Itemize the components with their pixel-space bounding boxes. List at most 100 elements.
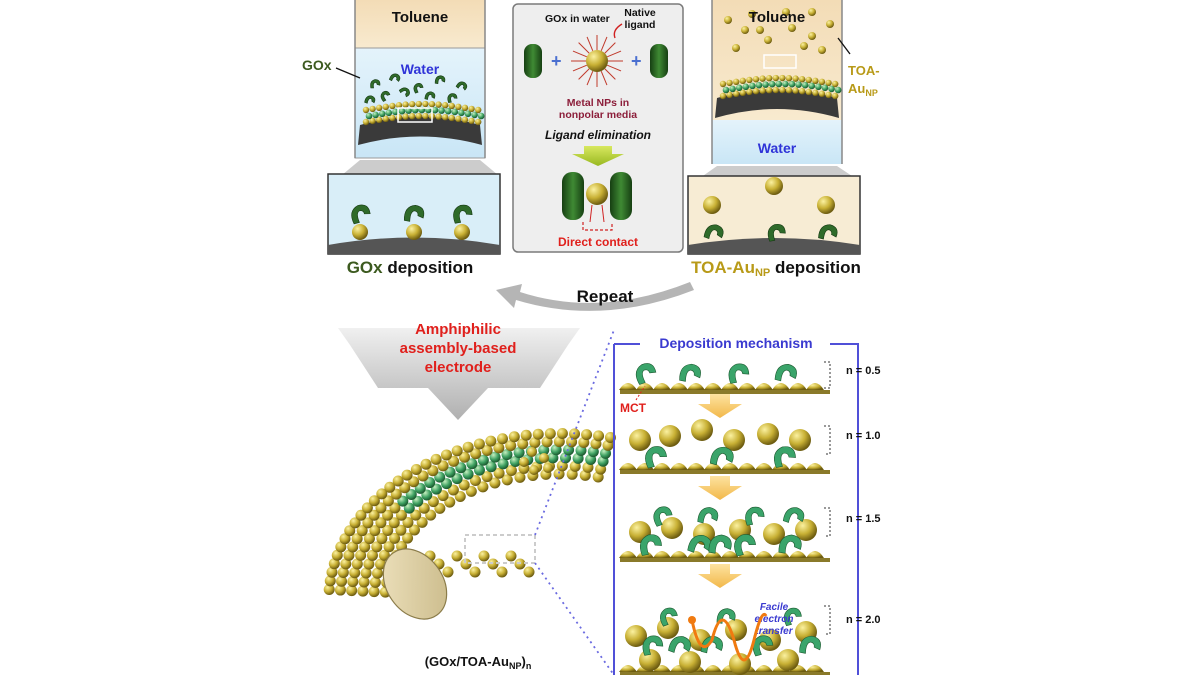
gold-nanoparticle: [532, 428, 544, 440]
gold-nanoparticle: [410, 464, 422, 476]
gox-bead: [834, 86, 842, 94]
gold-nanoparticle: [372, 567, 384, 579]
gox-bead: [513, 447, 525, 459]
step-arrow: [698, 394, 742, 418]
gold-nanoparticle: [625, 625, 647, 647]
gold-nanoparticle: [703, 196, 721, 214]
gold-nanoparticle: [410, 509, 422, 521]
gold-nanoparticle: [475, 106, 482, 114]
gold-nanoparticle: [337, 567, 349, 579]
amphiphilic-line-1: Amphiphilic: [415, 321, 501, 338]
repeat-label: Repeat: [577, 287, 634, 306]
gold-nanoparticle: [442, 114, 449, 121]
gold-nanoparticle: [335, 541, 347, 553]
gold-nanoparticle: [437, 460, 449, 472]
gox-bead: [795, 81, 802, 88]
gold-nanoparticle: [428, 101, 436, 108]
gox-bead: [742, 83, 750, 91]
mechanism-level-2: n = 1.5: [846, 513, 881, 525]
gox-bead: [412, 495, 424, 507]
facile-line-1: Facile: [760, 602, 789, 613]
gold-nanoparticle: [505, 465, 517, 477]
layer-bracket: [824, 361, 831, 389]
right-zoom-box: [763, 54, 797, 69]
substrate-hemisphere: [806, 463, 824, 470]
gold-nanoparticle: [415, 112, 422, 120]
gox-bead: [762, 81, 769, 88]
gold-nanoparticle: [772, 86, 779, 94]
gox-bead: [501, 449, 513, 461]
center-gox-in-water: GOx in water: [545, 13, 610, 25]
gold-nanoparticle: [447, 484, 459, 496]
gold-nanoparticle: [478, 550, 490, 562]
gold-nanoparticle: [523, 566, 535, 578]
substrate-hemisphere: [704, 665, 722, 672]
gold-nanoparticle: [347, 541, 359, 553]
gold-nanoparticle: [451, 445, 463, 457]
floating-toa-nanoparticle: [808, 8, 816, 16]
gold-nanoparticle: [489, 477, 501, 489]
gox-bead: [434, 471, 446, 483]
loose-nanoparticle: [539, 453, 549, 463]
gox-bead: [485, 461, 497, 473]
gox-enzyme: [447, 93, 458, 104]
electrode-zoom-box: [464, 534, 536, 564]
gold-nanoparticle: [459, 451, 471, 463]
gold-nanoparticle: [395, 509, 407, 521]
gold-nanoparticle: [795, 519, 817, 541]
gold-nanoparticle: [779, 74, 786, 82]
gox-bead: [782, 80, 789, 88]
gold-nanoparticle: [363, 558, 375, 570]
left-electrode-substrate: [358, 116, 482, 145]
gold-nanoparticle: [331, 549, 343, 561]
gold-nanoparticle: [442, 566, 454, 578]
gold-nanoparticle: [430, 453, 442, 465]
center-gox-right: [650, 44, 668, 78]
right-toluene-label: Toluene: [749, 9, 805, 26]
gold-nanoparticle: [357, 585, 369, 597]
substrate-hemisphere: [789, 551, 807, 558]
substrate-hemisphere: [670, 463, 688, 470]
svg-text:+: +: [631, 51, 642, 71]
floating-toa-nanoparticle: [724, 16, 732, 24]
step-arrow: [698, 564, 742, 588]
gold-nanoparticle: [349, 567, 361, 579]
gold-nanoparticle: [657, 617, 679, 639]
left-toluene-label: Toluene: [392, 9, 448, 26]
gold-nanoparticle: [481, 445, 493, 457]
gox-enzyme: [709, 446, 734, 466]
native-ligand-chain: [586, 36, 594, 52]
gox-bead: [403, 502, 415, 514]
floating-toa-nanoparticle: [826, 20, 834, 28]
gox-bead: [405, 107, 412, 114]
facile-line-2: electron: [755, 614, 794, 625]
gold-nanoparticle: [469, 475, 481, 487]
gold-nanoparticle: [772, 74, 779, 82]
gold-nanoparticle: [470, 448, 482, 460]
gox-bead: [473, 464, 485, 476]
gold-nanoparticle: [435, 113, 442, 120]
gold-nanoparticle: [468, 105, 475, 113]
center-panel: GOx in water Native ligand + + Metal NPs…: [512, 3, 684, 253]
substrate-strip: [620, 558, 830, 562]
gold-nanoparticle: [454, 490, 466, 502]
mechanism-layers: [619, 361, 831, 675]
gold-nanoparticle: [508, 431, 520, 443]
gold-nanoparticle: [408, 524, 420, 536]
left-water-label: Water: [401, 61, 440, 77]
gold-nanoparticle: [460, 558, 472, 570]
substrate-strip: [620, 470, 830, 474]
gox-enzyme: [645, 446, 667, 469]
repeat-arrow: Repeat: [496, 282, 694, 311]
gox-enzyme: [818, 224, 838, 240]
left-toluene-layer: [355, 0, 485, 48]
gold-nanoparticle: [759, 87, 766, 94]
gold-nanoparticle: [733, 90, 740, 98]
gold-nanoparticle: [805, 88, 812, 96]
gox-bead: [749, 82, 756, 90]
floating-toa-nanoparticle: [808, 32, 816, 40]
loose-nanoparticle: [519, 457, 529, 467]
gold-nanoparticle: [369, 525, 381, 537]
substrate-hemisphere: [806, 665, 824, 672]
electrode-nanoparticle-coating: [323, 428, 616, 598]
